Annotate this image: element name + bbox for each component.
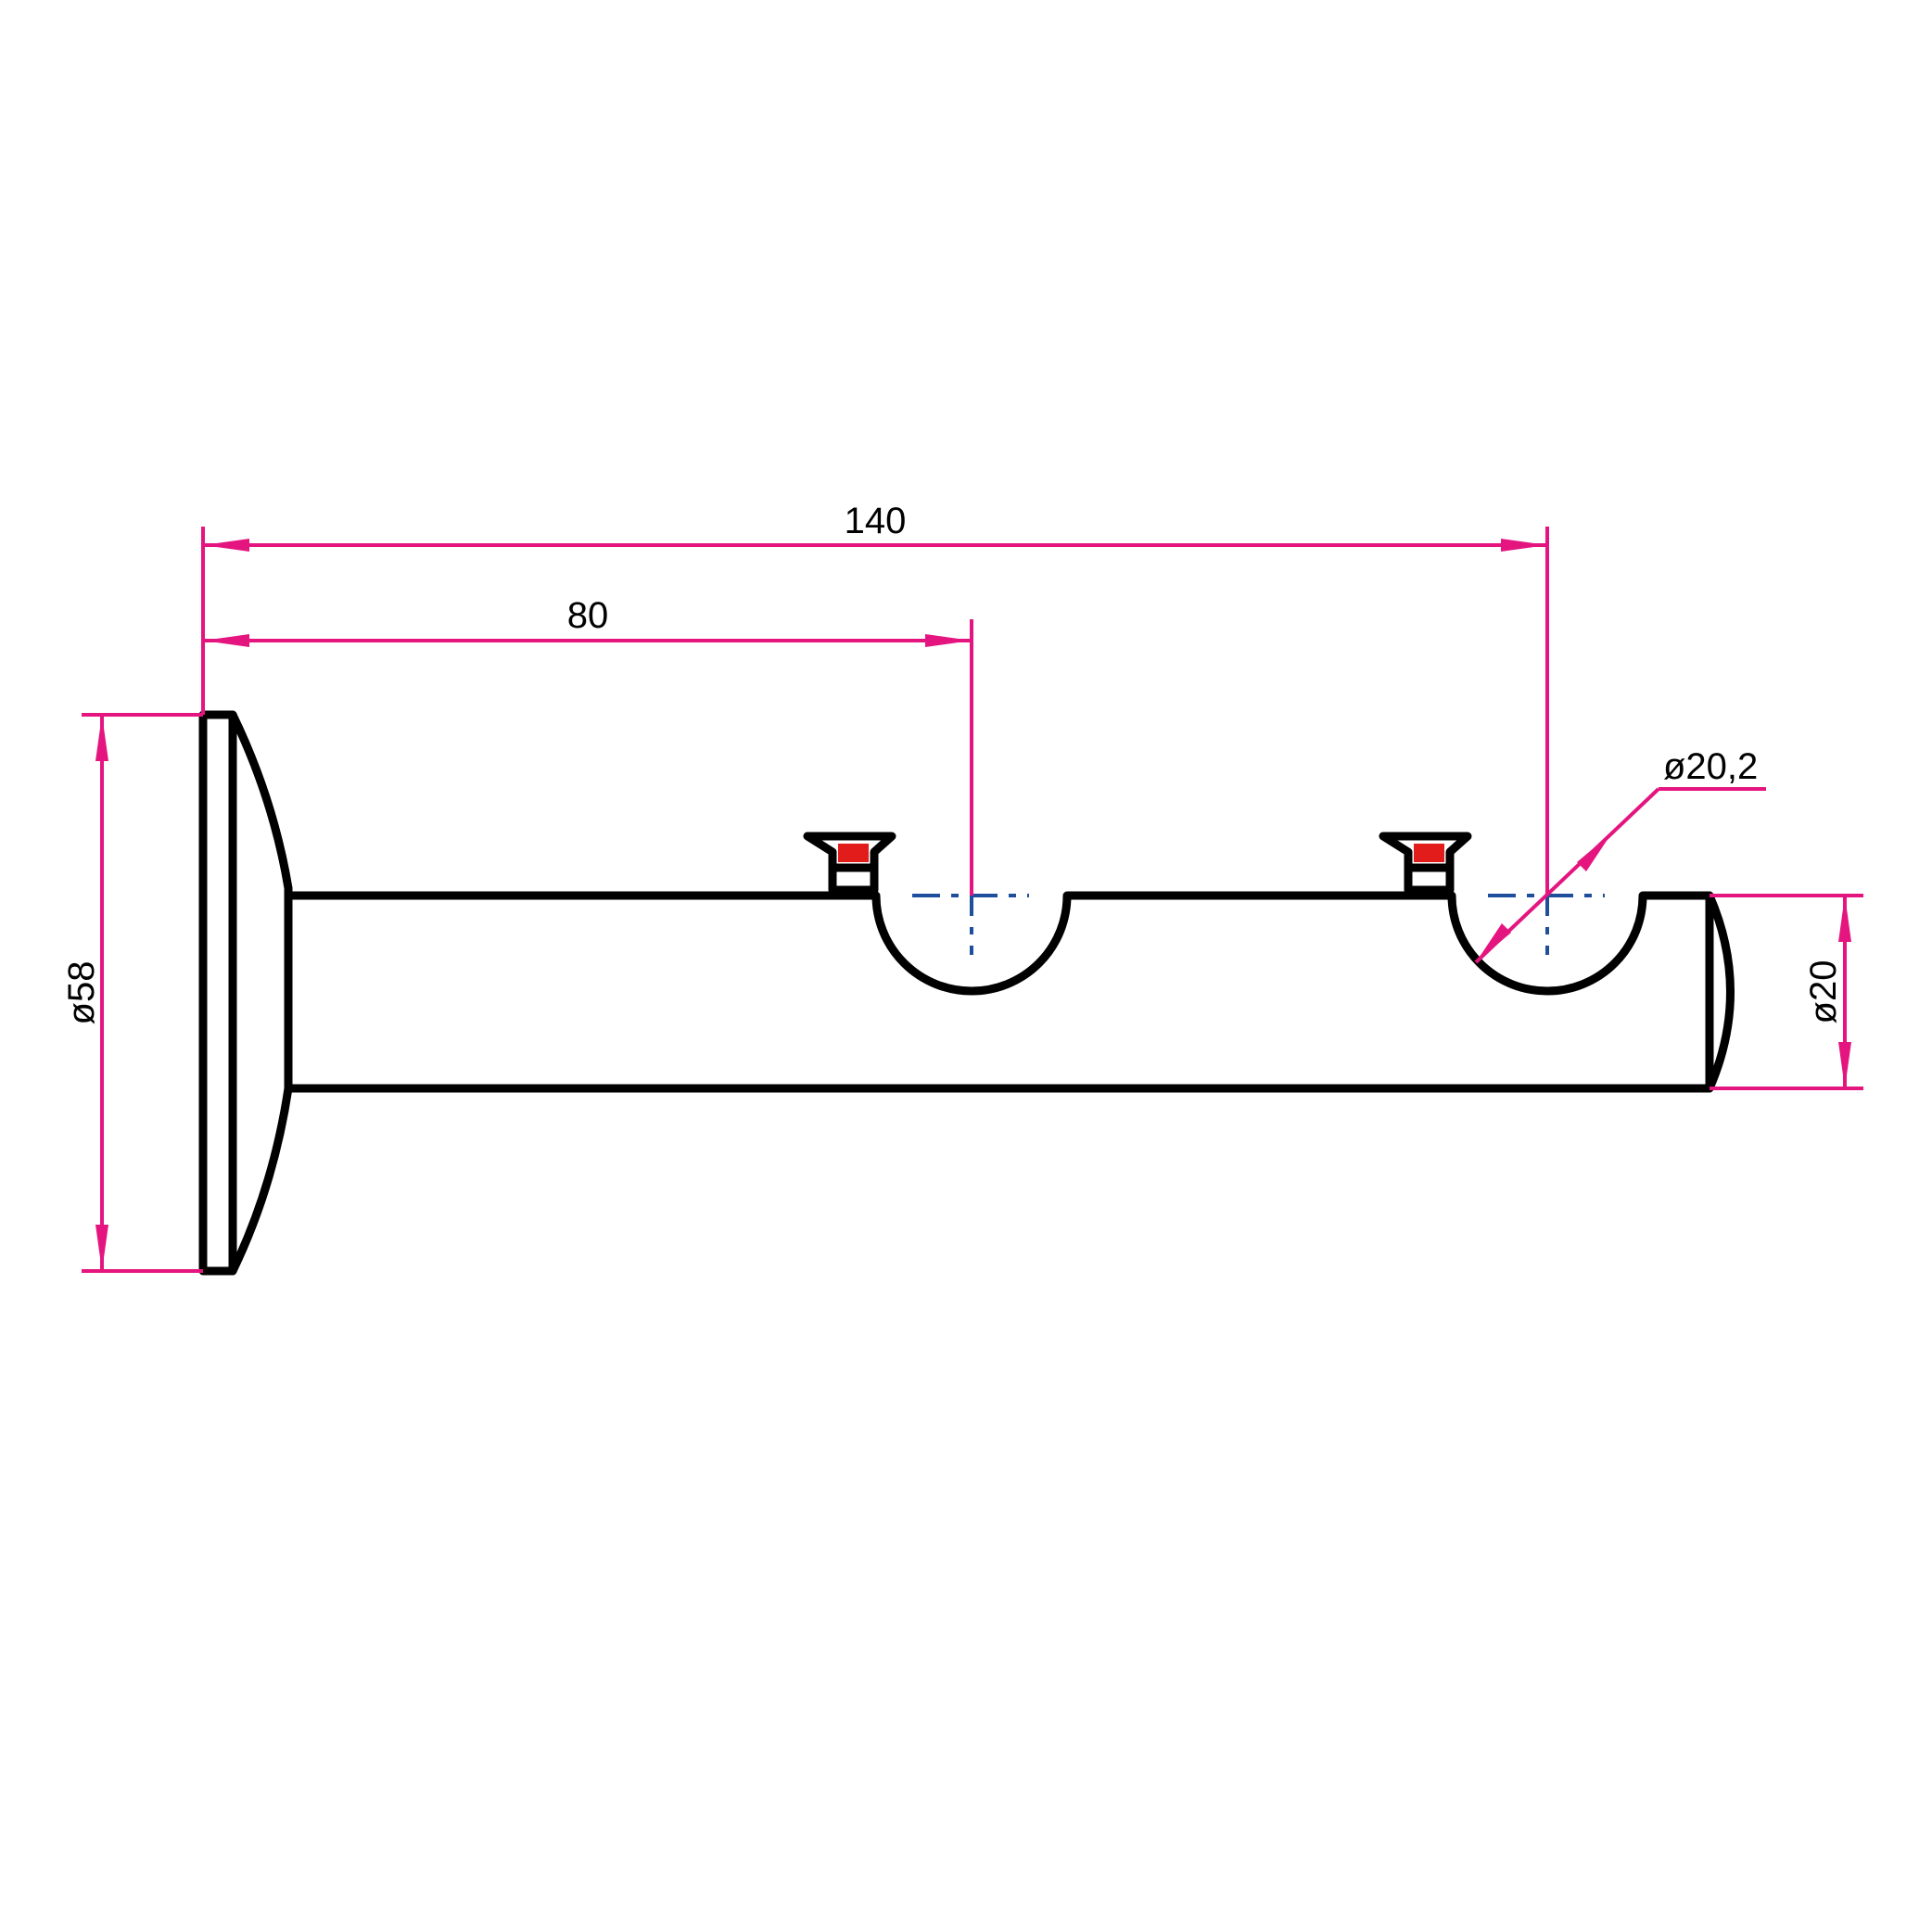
dimension-labels: 140 80 ø20,2 ø58 ø20 (61, 501, 1844, 1024)
wall-plate (198, 710, 237, 1276)
end-cap (1705, 891, 1735, 1093)
dimension-label-140: 140 (845, 501, 907, 541)
dimension-label-80: 80 (567, 595, 609, 636)
dimension-label-base-diameter: ø58 (61, 961, 102, 1025)
arrow-bottom-20 (1838, 1042, 1851, 1088)
arrow-slot-outer (1577, 833, 1612, 871)
dimension-label-rod-diameter: ø20 (1803, 960, 1844, 1024)
arrow-left-140 (203, 539, 249, 552)
arrow-bottom-58 (95, 1225, 108, 1271)
bracket-outline (198, 710, 1735, 1276)
arrow-slot-inner (1476, 923, 1511, 962)
dimension-label-slot-diameter: ø20,2 (1663, 746, 1758, 787)
arrow-top-58 (95, 715, 108, 761)
rod-body (284, 891, 1714, 1093)
screw-insert-icon (1414, 844, 1444, 862)
arrow-right-140 (1501, 539, 1547, 552)
arrow-left-80 (203, 634, 249, 647)
rosette-flare (228, 710, 293, 1276)
set-screw-right (1379, 832, 1472, 895)
set-screw-left (803, 832, 896, 895)
dimension-lines (82, 527, 1863, 1273)
arrow-right-80 (925, 634, 972, 647)
arrow-top-20 (1838, 896, 1851, 942)
screw-insert-icon (838, 844, 869, 862)
